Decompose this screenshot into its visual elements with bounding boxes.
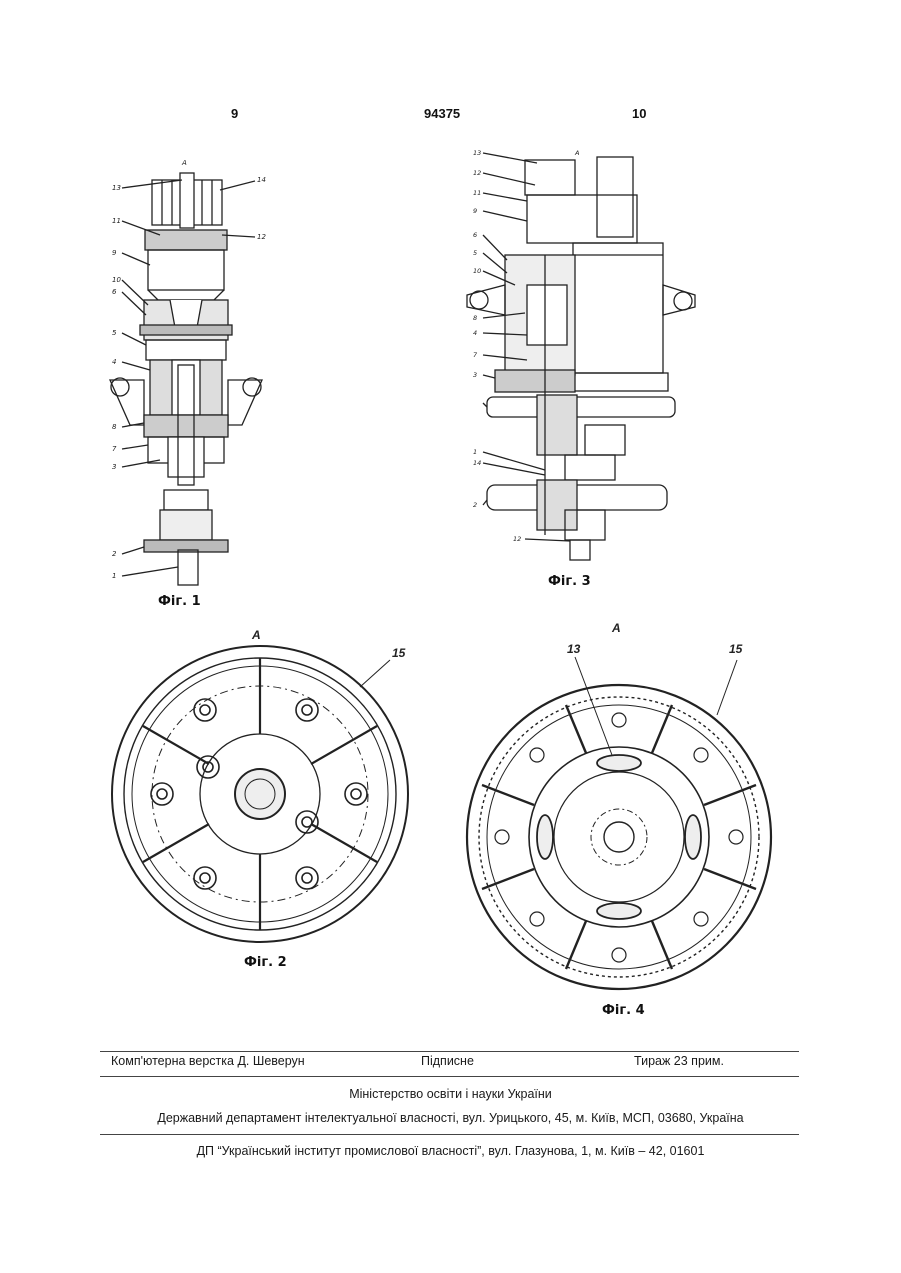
fig1-callout: 14 bbox=[257, 176, 266, 184]
page-number-right: 10 bbox=[632, 106, 646, 121]
fig2-view-mark: А bbox=[251, 628, 261, 642]
figure-1-drawing: А 13 14 11 12 9 10 6 5 4 8 7 3 2 1 bbox=[100, 155, 300, 595]
footer-layout-credit: Комп'ютерна верстка Д. Шеверун bbox=[111, 1054, 305, 1068]
fig4-view-mark: А bbox=[611, 621, 621, 635]
fig3-callout: 1 bbox=[473, 448, 477, 456]
fig1-view-mark: А bbox=[181, 159, 187, 167]
fig1-callout: 7 bbox=[112, 445, 117, 453]
fig3-callout: 6 bbox=[473, 231, 477, 239]
fig4-callout: 13 bbox=[567, 642, 581, 656]
fig3-callout: 5 bbox=[473, 249, 477, 257]
footer-circulation: Тираж 23 прим. bbox=[634, 1054, 724, 1068]
fig2-callout: 15 bbox=[392, 646, 406, 660]
fig1-callout: 2 bbox=[112, 550, 117, 558]
fig3-callout: 14 bbox=[473, 459, 481, 467]
footer-department: Державний департамент інтелектуальної вл… bbox=[0, 1111, 901, 1125]
footer-rule-bottom bbox=[100, 1134, 799, 1135]
footer-institute: ДП “Український інститут промислової вла… bbox=[0, 1144, 901, 1158]
fig1-callout: 13 bbox=[112, 184, 121, 192]
fig3-callout: 3 bbox=[473, 371, 477, 379]
figure-2-drawing: А 15 bbox=[105, 622, 415, 952]
fig1-callout: 9 bbox=[112, 249, 117, 257]
fig3-callout: 2 bbox=[473, 501, 477, 509]
figure-3-drawing: А 13 12 11 9 6 5 10 8 4 7 3 1 14 2 12 bbox=[465, 145, 705, 575]
fig3-callout: 11 bbox=[473, 189, 481, 197]
footer-rule-top bbox=[100, 1051, 799, 1052]
fig3-callout: 9 bbox=[473, 207, 477, 215]
fig4-callout: 15 bbox=[729, 642, 743, 656]
patent-number: 94375 bbox=[424, 106, 460, 121]
fig1-callout: 11 bbox=[112, 217, 121, 225]
figure-2-caption: Фіг. 2 bbox=[244, 955, 287, 970]
figure-4-caption: Фіг. 4 bbox=[602, 1003, 645, 1018]
fig1-callout: 4 bbox=[112, 358, 116, 366]
figure-3-caption: Фіг. 3 bbox=[548, 574, 591, 589]
fig1-callout: 3 bbox=[112, 463, 116, 471]
fig3-callout: 13 bbox=[473, 149, 481, 157]
fig3-callout: 12 bbox=[473, 169, 481, 177]
footer-signed: Підписне bbox=[421, 1054, 474, 1068]
fig1-callout: 8 bbox=[112, 423, 117, 431]
fig3-callout: 12 bbox=[513, 535, 521, 543]
figure-4-drawing: А 13 15 bbox=[462, 615, 782, 1000]
fig3-view-mark: А bbox=[574, 149, 579, 157]
fig1-callout: 12 bbox=[257, 233, 266, 241]
footer-rule-middle bbox=[100, 1076, 799, 1077]
fig1-callout: 5 bbox=[112, 329, 117, 337]
fig1-callout: 1 bbox=[112, 572, 116, 580]
fig3-callout: 10 bbox=[473, 267, 481, 275]
fig3-callout: 4 bbox=[473, 329, 477, 337]
figure-1-caption: Фіг. 1 bbox=[158, 594, 201, 609]
fig1-callout: 6 bbox=[112, 288, 117, 296]
page-number-left: 9 bbox=[231, 106, 238, 121]
footer-ministry: Міністерство освіти і науки України bbox=[0, 1087, 901, 1101]
fig3-callout: 8 bbox=[473, 314, 477, 322]
fig3-callout: 7 bbox=[473, 351, 478, 359]
fig1-callout: 10 bbox=[112, 276, 121, 284]
